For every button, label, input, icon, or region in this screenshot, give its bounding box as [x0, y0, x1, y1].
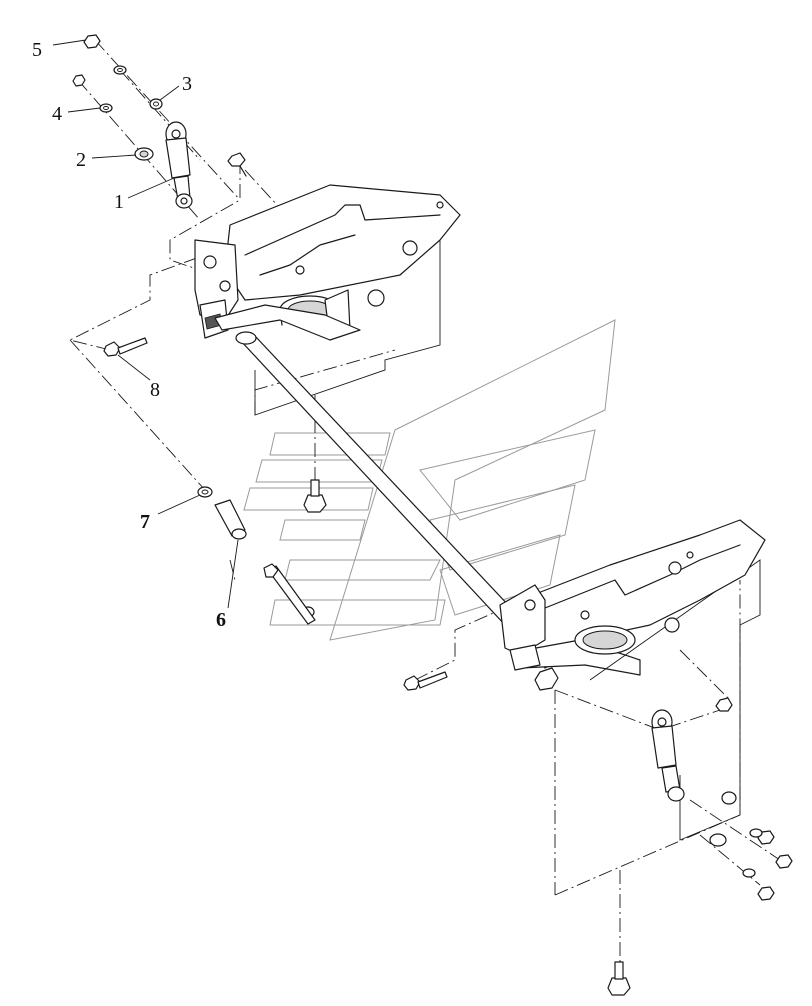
- right-frame-bracket: [499, 519, 766, 671]
- callout-6: 6: [216, 609, 226, 631]
- callout-3: 3: [182, 73, 192, 95]
- callouts: 5 3 4 2 1 8 7 6: [32, 39, 226, 631]
- callout-4: 4: [52, 103, 62, 125]
- right-frame-panel: [589, 559, 761, 841]
- callout-2: 2: [76, 149, 86, 171]
- callout-1: 1: [114, 191, 124, 213]
- callout-8: 8: [150, 379, 160, 401]
- bolt-icon: [103, 152, 733, 996]
- nut-icon: [72, 34, 793, 901]
- right-shock-absorber: [651, 709, 685, 802]
- shock-absorber-icon: [165, 121, 193, 209]
- callout-7: 7: [140, 511, 150, 533]
- callout-5: 5: [32, 39, 42, 61]
- leader-lines: [52, 39, 239, 609]
